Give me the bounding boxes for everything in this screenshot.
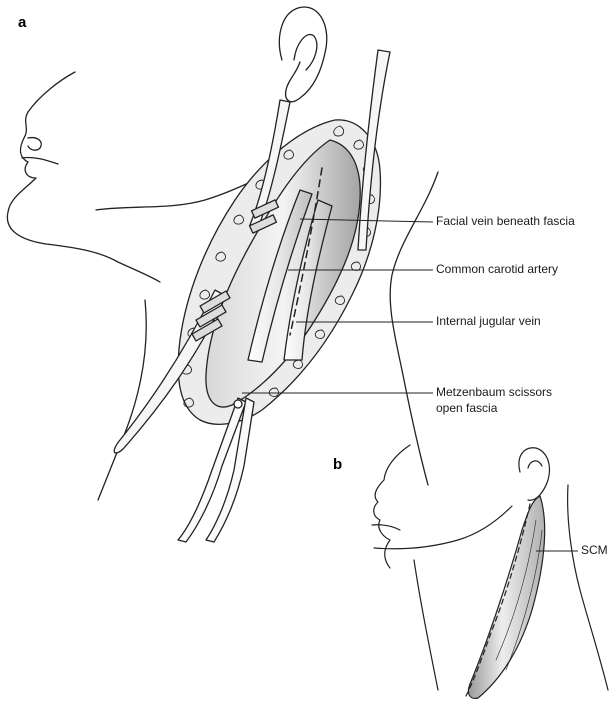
- retractor-clip-lower: [199, 290, 231, 314]
- retractor-clip-upper: [250, 199, 280, 219]
- sternocleidomastoid-muscle: [467, 495, 546, 699]
- metzenbaum-scissors-blade-1: [177, 397, 247, 543]
- neck-front-b: [413, 559, 439, 691]
- neck-front: [97, 299, 147, 501]
- scm-striation-2: [505, 529, 543, 671]
- callout-scm: SCM: [581, 543, 608, 557]
- panel-a-drawing: [6, 6, 439, 543]
- nose: [27, 136, 42, 151]
- retractor-clip-lower-2: [195, 304, 227, 328]
- neck-back-b: [567, 484, 609, 691]
- fascia-incision-dashed: [289, 167, 323, 336]
- callout-facial-vein: Facial vein beneath fascia: [436, 214, 575, 228]
- callout-open-fascia: open fascia: [436, 401, 498, 415]
- fat-lobules: [181, 125, 375, 417]
- metzenbaum-scissors-blade-2: [205, 397, 255, 543]
- lips: [21, 156, 59, 165]
- callout-internal-jugular-vein: Internal jugular vein: [436, 314, 541, 328]
- ear-b-inner: [527, 460, 543, 469]
- chin-jaw-b: [373, 505, 513, 550]
- face-profile-b: [373, 444, 411, 569]
- scissors-pivot: [233, 399, 243, 409]
- jaw-line: [95, 174, 266, 211]
- lips-b: [371, 524, 401, 531]
- retractor-clip-lower-3: [191, 318, 223, 342]
- scm-striation: [495, 519, 537, 661]
- face-profile: [6, 71, 161, 283]
- panel-label-a: a: [18, 14, 27, 31]
- internal-jugular-vein: [283, 199, 333, 361]
- ear-b: [518, 447, 551, 501]
- panel-b-drawing: [371, 444, 609, 699]
- common-carotid-artery: [247, 189, 313, 363]
- ear-inner: [293, 34, 318, 71]
- leader-facial-vein: [299, 218, 434, 223]
- ear: [278, 6, 328, 103]
- panel-a-leaders: [242, 218, 434, 394]
- callout-metzenbaum-scissors: Metzenbaum scissors: [436, 385, 553, 399]
- scm-dashed-border: [465, 503, 531, 697]
- retractor-top: [357, 49, 391, 251]
- neck-back: [389, 171, 439, 486]
- panel-label-b: b: [333, 456, 343, 473]
- retractor-clip-upper-2: [248, 214, 278, 234]
- callout-common-carotid-artery: Common carotid artery: [436, 262, 559, 276]
